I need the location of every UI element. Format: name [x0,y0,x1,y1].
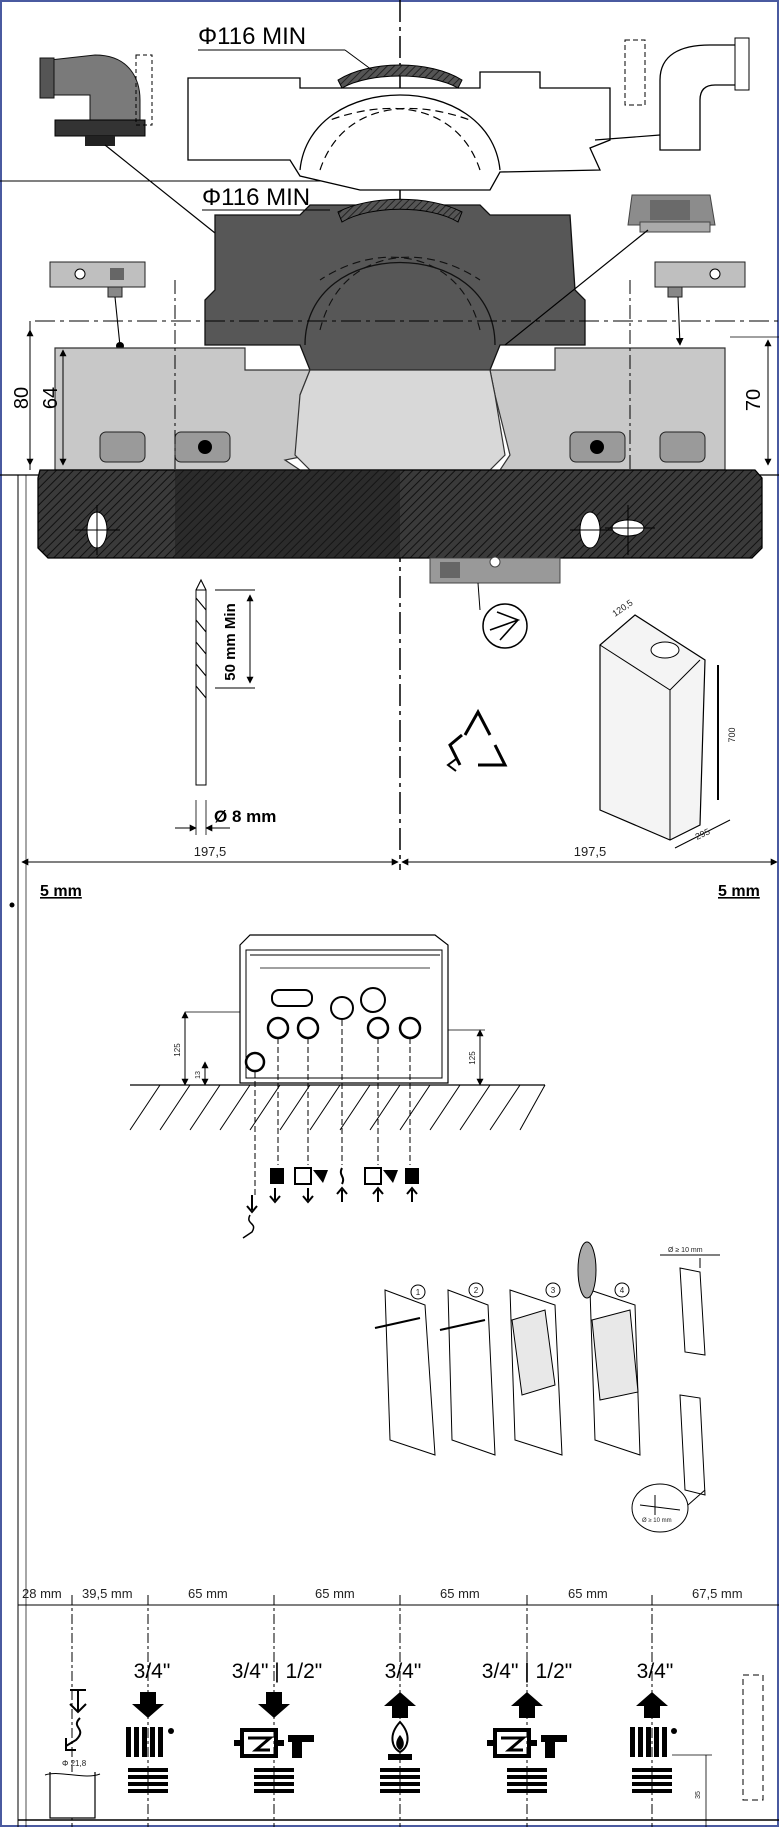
wall-section [37,469,763,559]
front-dim-right: 125 [468,1051,477,1065]
drill-bit-icon [195,578,207,786]
boiler-width: 295 [694,826,712,841]
wall-bracket-left [49,261,146,298]
svg-text:Ø ≥ 10 mm: Ø ≥ 10 mm [668,1247,703,1254]
right-elbow-component [624,37,750,151]
front-dim-left: 125 [173,1043,182,1057]
boiler-depth: 120,5 [610,598,634,619]
half-width-right: 197,5 [574,844,607,859]
dim-70: 70 [743,389,765,411]
front-dim-left-small: 13 [195,1071,202,1079]
conn-size-1: 3/4" [134,1660,171,1683]
flue-elbow-top-outline [187,64,611,191]
recycle-icon [446,708,508,772]
clearance-right: 5 mm [718,883,760,900]
svg-text:28 mm: 28 mm [22,1586,62,1601]
radiator-return-icon [630,1727,677,1757]
condensate-diameter: Φ 21,8 [62,1759,87,1768]
threaded-fittings [128,1768,672,1793]
conn-size-5: 3/4" [637,1660,674,1683]
arrow-down-1-icon [132,1692,164,1718]
svg-text:39,5 mm: 39,5 mm [82,1586,133,1601]
valve-block [429,556,561,584]
svg-text:1: 1 [416,1288,421,1297]
wall-bracket-right [654,261,746,298]
svg-text:4: 4 [620,1286,625,1295]
dim-80: 80 [11,387,33,409]
optional-component-outline [742,1674,764,1801]
clearance-left: 5 mm [40,883,82,900]
conn-size-3: 3/4" [385,1660,422,1683]
install-steps: 1 2 3 4 [374,1241,641,1456]
flue-min-lower: Φ116 MIN [202,184,310,211]
radiator-flow-icon [126,1727,174,1757]
clearance-detail: Ø ≥ 10 mm Ø ≥ 10 mm [631,1247,720,1533]
arrow-up-3-icon [384,1692,416,1718]
arrow-up-5-icon [636,1692,668,1718]
svg-text:Ø ≥ 10 mm: Ø ≥ 10 mm [642,1518,672,1524]
half-width-left: 197,5 [194,844,227,859]
conn-size-2: 3/4" | 1/2" [232,1660,322,1683]
bottom-dim: 35 [695,1791,702,1799]
mounting-frame [54,347,726,471]
flue-seal-component [627,194,716,233]
pipe-spacing-labels: 28 mm 39,5 mm 65 mm 65 mm 65 mm 65 mm 67… [22,1586,743,1601]
dhw-outlet-icon [234,1728,314,1758]
view-indicator-icon [482,603,528,649]
drill-diameter: Ø 8 mm [214,807,276,826]
svg-text:65 mm: 65 mm [188,1586,228,1601]
svg-text:65 mm: 65 mm [568,1586,608,1601]
gas-flame-icon [388,1720,412,1760]
floor-hatch [129,1084,546,1131]
svg-text:67,5 mm: 67,5 mm [692,1586,743,1601]
flue-min-upper: Φ116 MIN [198,23,306,50]
arrow-up-4-icon [511,1692,543,1718]
svg-text:65 mm: 65 mm [440,1586,480,1601]
condensate-drain-icon [65,1689,87,1751]
svg-text:3: 3 [551,1286,556,1295]
boiler-front-view [239,934,449,1084]
conn-size-4: 3/4" | 1/2" [482,1660,572,1683]
boiler-isometric [599,614,706,841]
svg-text:65 mm: 65 mm [315,1586,355,1601]
boiler-height: 700 [727,727,737,742]
arrow-down-2-icon [258,1692,290,1718]
cold-water-inlet-icon [487,1728,567,1758]
svg-text:2: 2 [474,1286,479,1295]
drill-depth: 50 mm Min [222,603,239,681]
condensate-pipe: Φ 21,8 [44,1759,101,1819]
dim-64: 64 [40,387,62,409]
left-elbow-component [39,54,153,146]
connection-mini-icons [242,1167,419,1239]
flue-adapter-body [204,198,586,371]
